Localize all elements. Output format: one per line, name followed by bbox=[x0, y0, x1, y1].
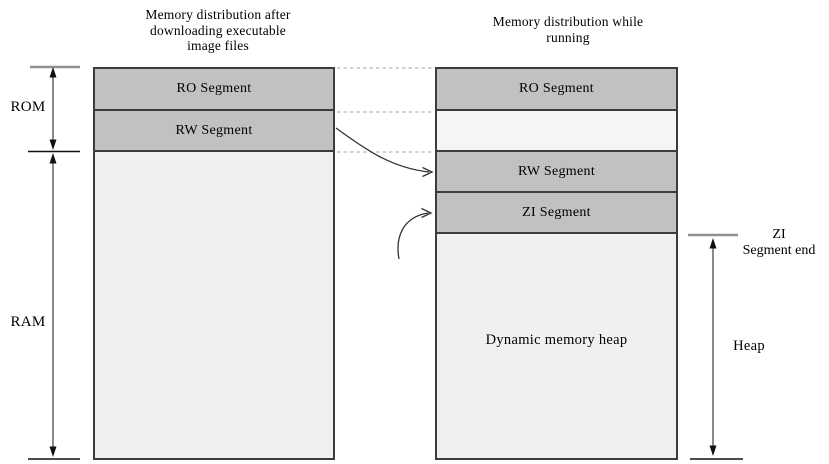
ram-range-label: RAM bbox=[10, 314, 46, 330]
zi-segment-end-label: ZI Segment end bbox=[742, 227, 816, 258]
right-memory-box: RO Segment RW Segment ZI Segment Dynamic… bbox=[435, 67, 678, 460]
left-ram-empty-area bbox=[95, 152, 333, 458]
left-rw-segment-label: RW Segment bbox=[175, 122, 253, 138]
right-empty-gap bbox=[437, 111, 676, 152]
left-ro-segment-label: RO Segment bbox=[176, 81, 252, 96]
heap-range-label: Heap bbox=[733, 338, 765, 354]
rom-range-label: ROM bbox=[10, 99, 46, 115]
right-zi-segment-label: ZI Segment bbox=[522, 204, 591, 220]
left-memory-box: RO Segment RW Segment bbox=[93, 67, 335, 460]
zi-pointer-arrow bbox=[397, 207, 433, 260]
left-column-title: Memory distribution after downloading ex… bbox=[145, 7, 291, 53]
right-rw-segment-label: RW Segment bbox=[517, 163, 596, 179]
dynamic-heap-label: Dynamic memory heap bbox=[485, 331, 628, 348]
right-ro-segment: RO Segment bbox=[437, 69, 676, 111]
right-zi-segment: ZI Segment bbox=[437, 193, 676, 234]
right-rw-segment: RW Segment bbox=[437, 152, 676, 193]
right-ro-segment-label: RO Segment bbox=[519, 81, 594, 96]
right-column-title: Memory distribution while running bbox=[492, 14, 644, 45]
dashed-connector-lines bbox=[337, 67, 433, 153]
ram-extent-arrow bbox=[28, 153, 80, 460]
left-rw-segment: RW Segment bbox=[95, 111, 333, 152]
right-dynamic-heap-area: Dynamic memory heap bbox=[437, 234, 676, 458]
left-ro-segment: RO Segment bbox=[95, 69, 333, 111]
rw-copy-arrow bbox=[335, 127, 434, 178]
